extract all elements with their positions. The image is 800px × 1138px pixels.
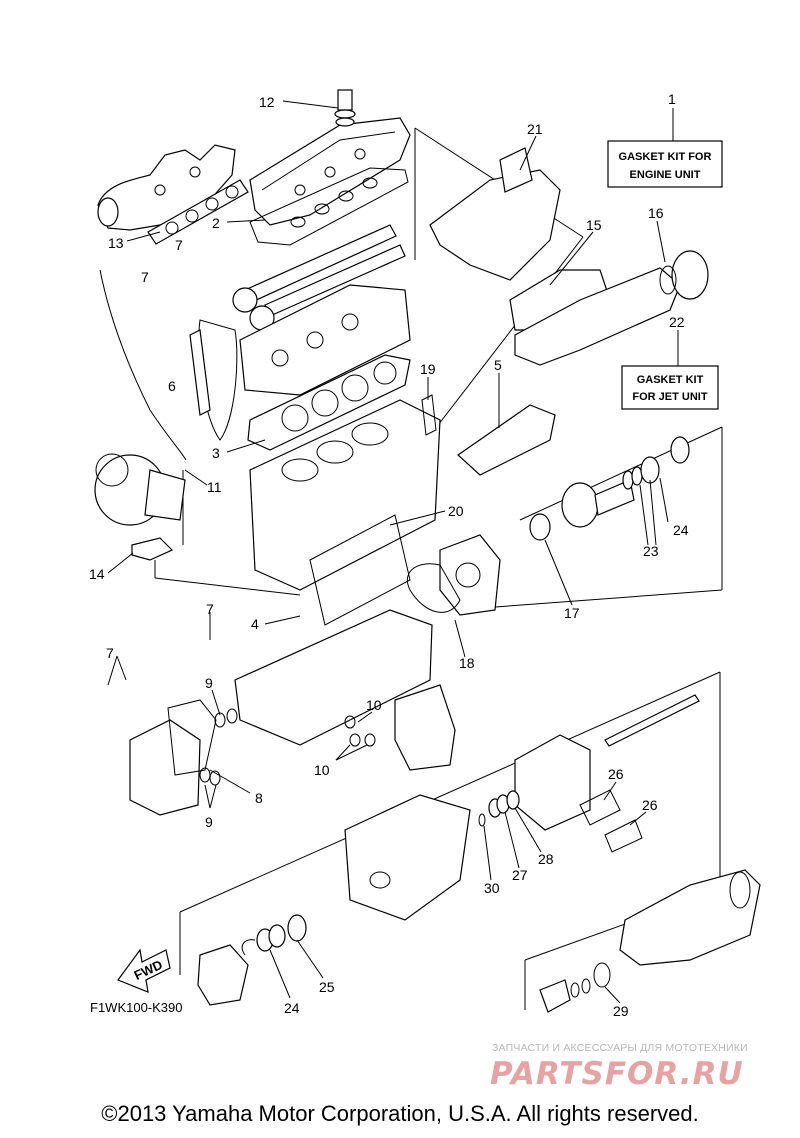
callout-26b: 26 [642, 797, 658, 813]
jet-housing [514, 734, 591, 831]
head-gasket [247, 354, 411, 451]
cylinder-head [239, 284, 411, 396]
bearing-housing [197, 944, 249, 1006]
callout-28: 28 [538, 851, 554, 867]
callout-24b: 24 [284, 1000, 300, 1016]
callout-30: 30 [484, 880, 500, 896]
callout-20: 20 [448, 503, 464, 519]
oil-pump [439, 534, 501, 616]
oil-seals [622, 436, 690, 490]
callout-29: 29 [613, 1003, 629, 1019]
crankcase-cover [394, 684, 456, 771]
lower-seals [241, 914, 307, 956]
exhaust-manifold [97, 144, 236, 231]
drive-shaft [604, 694, 700, 747]
watermark-logo: PARTSFOR.RU [490, 1056, 744, 1092]
callout-18: 18 [459, 655, 475, 671]
callout-23: 23 [643, 543, 659, 559]
intake-gasket [457, 404, 556, 476]
callout-9b: 9 [205, 814, 213, 830]
gasket-19 [421, 394, 437, 436]
fwd-arrow: FWD [117, 948, 171, 993]
turbocharger [94, 453, 186, 526]
jet-gasket-kit-box: GASKET KIT FOR JET UNIT [621, 365, 719, 410]
callout-25: 25 [319, 979, 335, 995]
cylinder-block [249, 399, 441, 591]
callout-10b: 10 [314, 762, 330, 778]
callout-22: 22 [669, 314, 685, 330]
callout-2: 2 [212, 215, 220, 231]
copyright-notice: ©2013 Yamaha Motor Corporation, U.S.A. A… [101, 1101, 699, 1126]
leader-lines [107, 100, 679, 1004]
muffler [514, 250, 709, 366]
callout-21: 21 [527, 121, 543, 137]
engine-kit-line1: GASKET KIT FOR [619, 151, 712, 163]
callout-numbers: 1 2 3 4 5 6 7 7 7 7 8 9 9 10 10 11 12 13… [89, 91, 689, 1019]
callout-4: 4 [251, 616, 259, 632]
callout-13: 13 [108, 235, 124, 251]
callout-14: 14 [89, 566, 105, 582]
jet-kit-line1: GASKET KIT [637, 374, 704, 386]
jet-exhaust-manifold [429, 147, 611, 331]
gasket-18 [406, 563, 461, 613]
camshafts [232, 224, 406, 331]
callout-15: 15 [586, 217, 602, 233]
engine-gasket-kit-box: GASKET KIT FOR ENGINE UNIT [607, 140, 723, 188]
callout-9a: 9 [205, 675, 213, 691]
callout-11: 11 [207, 479, 222, 495]
callout-3: 3 [212, 445, 220, 461]
jet-kit-line2: FOR JET UNIT [632, 391, 707, 403]
watermark-caption: ЗАПЧАСТИ И АКСЕССУАРЫ ДЛЯ МОТОТЕХНИКИ [492, 1042, 748, 1054]
oil-pan-gasket [309, 514, 411, 626]
manifold-gasket [147, 179, 249, 245]
timing-chain [189, 319, 238, 441]
callout-6: 6 [168, 378, 176, 394]
callout-16: 16 [648, 205, 664, 221]
callout-19: 19 [420, 361, 436, 377]
callout-10a: 10 [366, 697, 382, 713]
callout-7c: 7 [206, 601, 214, 617]
cooler-housing [129, 699, 217, 816]
oil-filler-cap [334, 89, 356, 127]
callout-7d: 7 [106, 645, 114, 661]
jet-nozzle [619, 869, 761, 966]
callout-12: 12 [259, 94, 275, 110]
bushing-and-o-ring [539, 962, 611, 1013]
gasket-26 [579, 789, 643, 853]
callout-27: 27 [512, 867, 528, 883]
callout-7b: 7 [141, 269, 149, 285]
cylinder-head-cover [249, 117, 411, 226]
engine-kit-line2: ENGINE UNIT [630, 169, 701, 181]
callout-5: 5 [494, 357, 502, 373]
turbo-gasket [131, 537, 174, 561]
callout-26a: 26 [608, 766, 624, 782]
head-cover-gasket [249, 167, 409, 246]
callout-7a: 7 [175, 237, 183, 253]
callout-17: 17 [564, 605, 580, 621]
o-rings [199, 708, 376, 786]
crankcase [234, 609, 433, 746]
oil-dipstick [99, 269, 187, 461]
callout-24a: 24 [673, 522, 689, 538]
intake-housing [344, 794, 471, 921]
drive-coupling [529, 479, 635, 541]
pump-seals [478, 790, 520, 827]
callout-1: 1 [668, 91, 676, 107]
diagram-code: F1WK100-K390 [90, 1000, 183, 1015]
callout-8: 8 [255, 790, 263, 806]
